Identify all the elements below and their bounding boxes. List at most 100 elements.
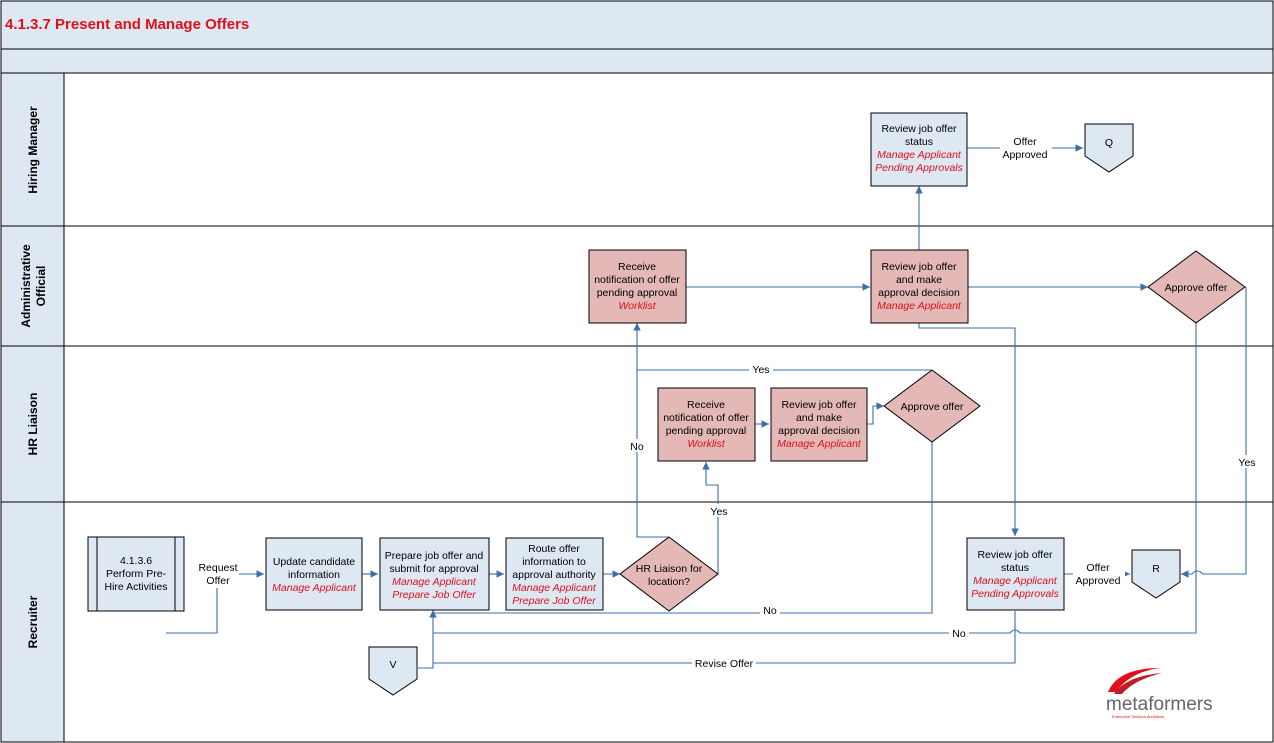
metaformers-logo: metaformers Enterprise Solution Architec… xyxy=(1106,668,1213,719)
logo-name: metaformers xyxy=(1106,694,1213,715)
node-route-offer: Route offer information to approval auth… xyxy=(505,537,604,611)
svg-text:location?: location? xyxy=(648,576,690,588)
svg-text:Q: Q xyxy=(1105,137,1113,149)
svg-text:approval authority: approval authority xyxy=(512,569,596,581)
svg-text:status: status xyxy=(1001,562,1029,574)
node-perform-prehire: 4.1.3.6 Perform Pre- Hire Activities xyxy=(87,536,185,612)
svg-text:R: R xyxy=(1152,563,1160,575)
conn-adminreview-recstatus xyxy=(918,323,1019,536)
label-yes-right: Yes xyxy=(1238,457,1255,469)
svg-text:notification of offer: notification of offer xyxy=(594,274,680,286)
svg-text:Worklist: Worklist xyxy=(687,438,725,450)
label-hm-approved-2: Approved xyxy=(1003,149,1048,161)
node-update-candidate: Update candidate information Manage Appl… xyxy=(265,537,363,611)
label-no-hr: No xyxy=(763,605,777,617)
lane-label-hiring: Hiring Manager xyxy=(26,106,40,194)
lane-hiring-manager: Hiring Manager xyxy=(0,72,1274,227)
logo-tagline: Enterprise Solution Architects xyxy=(1112,714,1164,719)
svg-text:pending approval: pending approval xyxy=(666,425,747,437)
conn-hrreview-hrapprove xyxy=(867,402,884,425)
svg-text:Manage Applicant: Manage Applicant xyxy=(392,576,477,588)
svg-text:Review job offer: Review job offer xyxy=(881,123,957,135)
conn-adminapprove-yes xyxy=(1181,287,1247,578)
svg-text:Receive: Receive xyxy=(618,261,656,273)
svg-text:pending approval: pending approval xyxy=(597,287,678,299)
label-rec-approved-1: Offer xyxy=(1086,562,1110,574)
node-admin-approve-offer: Approve offer xyxy=(1147,250,1246,324)
label-hm-approved-1: Offer xyxy=(1013,136,1037,148)
svg-text:and make: and make xyxy=(796,412,842,424)
lane-label-recruiter: Recruiter xyxy=(26,595,40,648)
subtitle-bar xyxy=(0,48,1274,74)
node-hr-liaison-decision: HR Liaison for location? xyxy=(619,536,719,612)
connector-labels: Request Offer Offer Approved Offer Appro… xyxy=(195,136,1259,670)
svg-text:4.1.3.6: 4.1.3.6 xyxy=(120,555,152,567)
conn-hrapprove-no xyxy=(429,442,933,618)
svg-text:V: V xyxy=(389,659,396,671)
conn-hrdecision-yes xyxy=(702,462,719,574)
logo-swoosh-icon xyxy=(1108,668,1160,692)
node-admin-review-decision: Review job offer and make approval decis… xyxy=(870,249,969,324)
svg-text:Pending Approvals: Pending Approvals xyxy=(875,162,964,174)
svg-text:Manage Applicant: Manage Applicant xyxy=(777,438,862,450)
svg-text:information to: information to xyxy=(522,556,586,568)
label-yes-top: Yes xyxy=(752,364,769,376)
svg-text:status: status xyxy=(905,136,933,148)
svg-text:Prepare Job Offer: Prepare Job Offer xyxy=(392,589,476,601)
lane-label-hr: HR Liaison xyxy=(26,393,40,456)
svg-text:Approve offer: Approve offer xyxy=(901,401,964,413)
svg-text:Route offer: Route offer xyxy=(528,543,580,555)
svg-text:information: information xyxy=(288,569,340,581)
conn-revise-offer xyxy=(433,611,1016,664)
conn-hrdecision-no xyxy=(633,323,668,538)
label-revise-offer: Revise Offer xyxy=(695,658,754,670)
offpage-r: R xyxy=(1131,549,1181,599)
svg-text:Update candidate: Update candidate xyxy=(273,556,355,568)
svg-text:Prepare Job Offer: Prepare Job Offer xyxy=(512,595,596,607)
node-admin-receive-notification: Receive notification of offer pending ap… xyxy=(588,249,687,324)
svg-text:Prepare job offer and: Prepare job offer and xyxy=(385,550,484,562)
svg-text:Manage Applicant: Manage Applicant xyxy=(973,575,1058,587)
lane-label-admin-1: Administrative xyxy=(19,244,33,328)
svg-text:Review job offer: Review job offer xyxy=(977,549,1053,561)
svg-text:Manage Applicant: Manage Applicant xyxy=(512,582,597,594)
node-recruiter-review-status: Review job offer status Manage Applicant… xyxy=(966,537,1065,611)
svg-text:notification of offer: notification of offer xyxy=(663,412,749,424)
label-request-1: Request xyxy=(198,562,237,574)
svg-text:approval decision: approval decision xyxy=(778,425,860,437)
connectors xyxy=(166,144,1247,669)
svg-text:Pending Approvals: Pending Approvals xyxy=(971,588,1060,600)
label-request-2: Offer xyxy=(206,575,230,587)
lane-recruiter: Recruiter xyxy=(0,501,1274,743)
label-no-admin: No xyxy=(952,628,966,640)
svg-text:approval decision: approval decision xyxy=(878,287,960,299)
node-prepare-offer: Prepare job offer and submit for approva… xyxy=(379,537,490,611)
svg-text:Approve offer: Approve offer xyxy=(1165,282,1228,294)
conn-adminapprove-no xyxy=(433,322,1197,634)
svg-text:Hire Activities: Hire Activities xyxy=(104,581,167,593)
offpage-q: Q xyxy=(1084,123,1134,173)
svg-text:Manage Applicant: Manage Applicant xyxy=(877,149,962,161)
svg-text:Perform Pre-: Perform Pre- xyxy=(106,568,167,580)
svg-text:Worklist: Worklist xyxy=(618,300,656,312)
svg-text:HR Liaison for: HR Liaison for xyxy=(636,563,703,575)
label-rec-approved-2: Approved xyxy=(1076,575,1121,587)
svg-text:Review job offer: Review job offer xyxy=(881,261,957,273)
node-hm-review-status: Review job offer status Manage Applicant… xyxy=(870,112,968,187)
svg-text:Review job offer: Review job offer xyxy=(781,399,857,411)
svg-text:Manage Applicant: Manage Applicant xyxy=(272,582,357,594)
svg-text:submit for approval: submit for approval xyxy=(389,563,478,575)
svg-text:Manage Applicant: Manage Applicant xyxy=(877,300,962,312)
lane-label-admin-2: Official xyxy=(34,266,48,307)
conn-v-prepare xyxy=(418,613,434,669)
node-hr-receive-notification: Receive notification of offer pending ap… xyxy=(657,387,756,462)
node-hr-approve-offer: Approve offer xyxy=(883,369,981,443)
title-bar xyxy=(0,0,1274,50)
offpage-v: V xyxy=(368,646,418,696)
diagram-title: 4.1.3.7 Present and Manage Offers xyxy=(5,16,249,33)
node-hr-review-decision: Review job offer and make approval decis… xyxy=(770,387,868,462)
label-yes-mid: Yes xyxy=(710,506,727,518)
svg-text:Receive: Receive xyxy=(687,399,725,411)
label-no-left: No xyxy=(630,441,644,453)
